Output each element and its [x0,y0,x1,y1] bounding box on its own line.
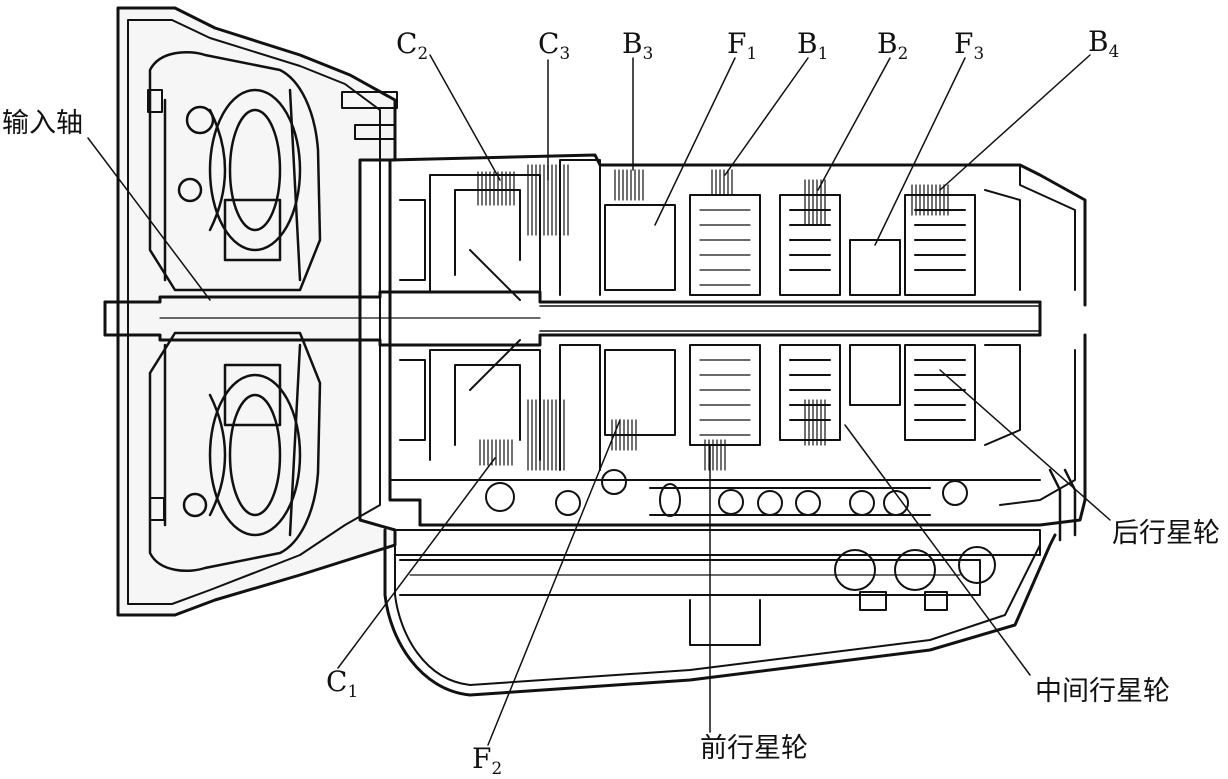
label-rear-planetary: 后行星轮 [1112,518,1220,549]
case-lower-passages [485,469,968,517]
brake-b4 [911,184,949,216]
label-middle-planetary: 中间行星轮 [1035,676,1170,707]
label-f3: F3 [954,27,985,63]
transmission-case [388,153,1087,527]
leader-b2 [817,57,891,191]
label-c2: C2 [396,27,429,63]
label-b1: B1 [797,27,829,63]
bell-housing-inner [127,19,381,605]
leader-input-shaft [87,137,211,301]
label-c3: C3 [538,27,571,63]
leader-f3 [874,57,966,246]
leader-lines [87,54,1111,746]
leader-c2 [429,54,501,181]
leader-f2 [487,419,621,746]
label-f2: F2 [472,742,503,778]
front-planetary-set [604,194,761,446]
label-f1: F1 [727,27,758,63]
brake-b2 [804,179,826,446]
leader-rear-planetary [939,369,1111,521]
oil-tube [1048,468,1077,542]
oil-pan [383,528,1057,697]
clutch-plates-c2 [477,171,515,466]
clutch-c2-c3 [399,159,601,471]
leader-c1 [337,457,496,669]
middle-planetary-set [779,194,901,441]
label-b3: B3 [622,27,654,63]
leader-f1 [654,57,736,226]
label-b2: B2 [877,27,909,63]
oil-pan-inner [394,544,1041,686]
brake-b3 [611,169,644,451]
valve-body [394,529,1041,646]
bell-housing [116,6,397,617]
input-shaft [103,290,1042,347]
leader-middle-planetary [844,424,1031,676]
leader-b4 [939,54,1091,191]
housing-bolts [147,89,398,521]
label-b4: B4 [1088,25,1120,61]
label-input-shaft: 输入轴 [2,108,83,139]
label-front-planetary: 前行星轮 [700,733,808,764]
leader-b1 [724,57,809,176]
rear-planetary-set [904,189,1021,446]
label-c1: C1 [326,665,359,701]
clutch-plates-c3 [527,164,569,471]
torque-converter [148,50,322,573]
brake-b1 [704,169,733,471]
